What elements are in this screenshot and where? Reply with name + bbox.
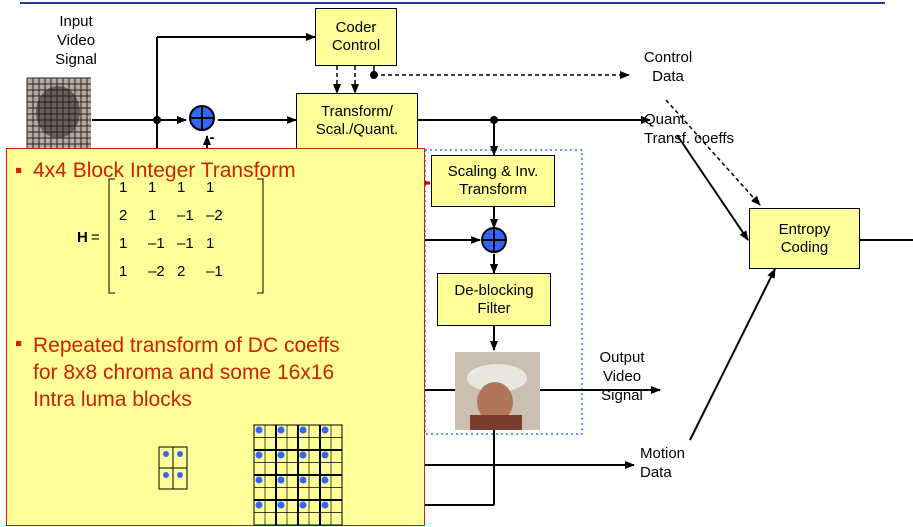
dc-grid-small-icon bbox=[158, 446, 188, 490]
dc-coeff-dot bbox=[299, 476, 307, 484]
minus-sign: - bbox=[209, 129, 215, 146]
quant-coeffs-label: Quant. Transf. coeffs bbox=[644, 111, 735, 147]
dc-coeff-dot bbox=[321, 426, 329, 434]
matrix-cell: –1 bbox=[148, 235, 165, 252]
dc-coeff-dot bbox=[277, 501, 285, 509]
matrix-cell: 1 bbox=[206, 179, 215, 196]
decoder-region bbox=[424, 149, 583, 435]
transform-callout: ▪ 4x4 Block Integer Transform H = 1 1 1 1 2 1… bbox=[6, 148, 425, 526]
dc-coeff-dot bbox=[255, 451, 263, 459]
matrix-cell: 1 bbox=[119, 179, 128, 196]
dc-grid-large-icon bbox=[253, 424, 343, 526]
inverse-transform-block: Scaling & Inv. Transform bbox=[431, 155, 555, 207]
input-video-thumbnail bbox=[26, 77, 91, 151]
dc-coeff-dot bbox=[321, 476, 329, 484]
bullet-dc-transform: Repeated transform of DC coeffs for 8x8 … bbox=[33, 334, 340, 411]
junction-dot bbox=[490, 116, 498, 124]
matrix-cell: –1 bbox=[177, 207, 194, 224]
dc-coeff-dot bbox=[299, 451, 307, 459]
matrix-cell: 1 bbox=[119, 235, 128, 252]
dc-coeff-dot bbox=[321, 451, 329, 459]
dc-coeff-dot bbox=[321, 501, 329, 509]
matrix-cell: –1 bbox=[206, 263, 223, 280]
output-video-thumbnail bbox=[455, 352, 540, 430]
dc-coeff-dot bbox=[299, 426, 307, 434]
reconstruct-adder bbox=[481, 227, 507, 253]
matrix-cell: 1 bbox=[119, 263, 128, 280]
matrix-cell: 1 bbox=[148, 207, 157, 224]
matrix-symbol: H bbox=[77, 229, 88, 246]
motion-data-label: Motion Data bbox=[640, 445, 686, 481]
subtract-adder bbox=[189, 105, 215, 131]
matrix-cell: 2 bbox=[119, 207, 128, 224]
matrix-cell: 1 bbox=[177, 179, 186, 196]
matrix-brackets bbox=[108, 178, 264, 294]
bullet-marker: ▪ bbox=[15, 159, 23, 182]
deblocking-filter-block: De-blocking Filter bbox=[437, 273, 551, 326]
matrix-equals: = bbox=[91, 229, 100, 246]
input-video-label: Input Video Signal bbox=[55, 13, 97, 68]
dc-coeff-dot bbox=[299, 501, 307, 509]
bullet-integer-transform: 4x4 Block Integer Transform bbox=[33, 159, 296, 182]
matrix-cell: 1 bbox=[148, 179, 157, 196]
matrix-cell: –2 bbox=[206, 207, 223, 224]
dc-coeff-dot bbox=[277, 426, 285, 434]
coder-control-block: Coder Control bbox=[315, 8, 397, 66]
dc-coeff-dot bbox=[277, 451, 285, 459]
matrix-cell: 2 bbox=[177, 263, 186, 280]
entropy-coding-block: Entropy Coding bbox=[749, 208, 860, 269]
transform-block: Transform/ Scal./Quant. bbox=[296, 93, 418, 149]
output-video-label: Output Video Signal bbox=[599, 349, 645, 404]
matrix-cell: –1 bbox=[177, 235, 194, 252]
matrix-cell: 1 bbox=[206, 235, 215, 252]
control-lines bbox=[333, 66, 761, 206]
dc-coeff-dot bbox=[277, 476, 285, 484]
junction-dot bbox=[153, 116, 161, 124]
bullet-marker: ▪ bbox=[15, 332, 23, 355]
dc-coeff-dot bbox=[255, 426, 263, 434]
signal-lines bbox=[92, 33, 913, 506]
dc-coeff-dot bbox=[255, 476, 263, 484]
control-data-label: Control Data bbox=[643, 49, 693, 85]
dc-coeff-dot bbox=[255, 501, 263, 509]
matrix-cell: –2 bbox=[148, 263, 165, 280]
junction-dot bbox=[370, 71, 378, 79]
